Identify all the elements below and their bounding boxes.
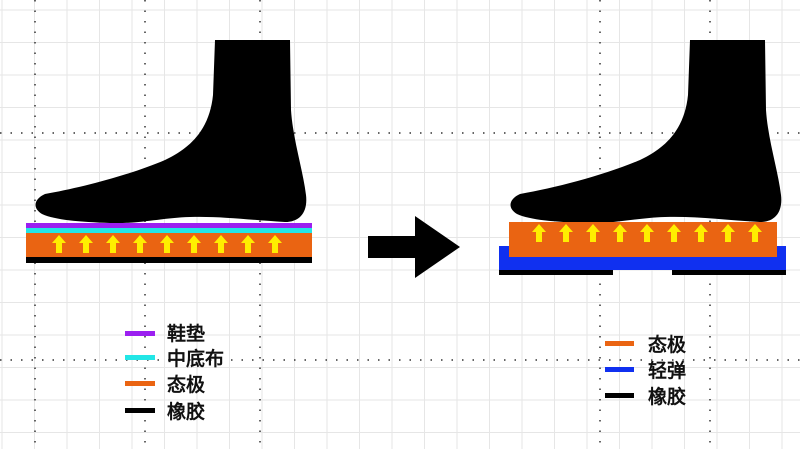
- legend-label-rubber: 橡胶: [648, 385, 686, 408]
- rubber-segment-left: [499, 270, 613, 275]
- up-arrow-icon: [79, 235, 93, 253]
- up-arrow-icon: [640, 224, 654, 242]
- legend-label-midsole-cloth: 中底布: [167, 347, 224, 370]
- legend-swatch-foam: [605, 341, 634, 346]
- up-arrow-icon: [613, 224, 627, 242]
- foot-icon: [510, 40, 782, 224]
- up-arrow-icon: [586, 224, 600, 242]
- left-shoe-cross-section: [26, 40, 312, 263]
- foot-icon: [35, 40, 307, 224]
- insole-layer: [26, 223, 312, 228]
- up-arrow-icon: [214, 235, 228, 253]
- right-shoe-cross-section: [499, 40, 786, 275]
- legend-label-light-bounce: 轻弹: [648, 359, 686, 382]
- legend-swatch-rubber: [605, 393, 634, 398]
- legend-swatch-foam: [125, 381, 155, 386]
- right-legend: 态极 轻弹 橡胶: [605, 333, 687, 408]
- up-arrow-icon: [694, 224, 708, 242]
- up-arrow-icon: [106, 235, 120, 253]
- left-legend: 鞋垫 中底布 态极 橡胶: [125, 322, 224, 423]
- up-arrow-icon: [559, 224, 573, 242]
- rubber-segment-right: [672, 270, 786, 275]
- legend-swatch-midsole-cloth: [125, 355, 155, 360]
- up-arrow-icon: [667, 224, 681, 242]
- legend-label-foam: 态极: [648, 333, 687, 356]
- up-arrow-icon: [241, 235, 255, 253]
- up-arrow-icon: [748, 224, 762, 242]
- legend-label-rubber: 橡胶: [167, 400, 205, 423]
- legend-swatch-rubber: [125, 408, 155, 413]
- legend-swatch-insole: [125, 331, 155, 336]
- legend-label-foam: 态极: [167, 373, 206, 396]
- up-arrow-icon: [160, 235, 174, 253]
- legend-label-insole: 鞋垫: [167, 322, 205, 345]
- up-arrow-icon: [133, 235, 147, 253]
- legend-swatch-light-bounce: [605, 367, 634, 372]
- up-arrow-icon: [187, 235, 201, 253]
- rubber-layer: [26, 257, 312, 263]
- up-arrow-icon: [532, 224, 546, 242]
- up-arrow-icon: [721, 224, 735, 242]
- up-arrow-icon: [268, 235, 282, 253]
- right-arrow-icon: [368, 216, 460, 278]
- up-arrow-icon: [52, 235, 66, 253]
- midsole-cloth-layer: [26, 228, 312, 233]
- foam-layer: [509, 222, 777, 257]
